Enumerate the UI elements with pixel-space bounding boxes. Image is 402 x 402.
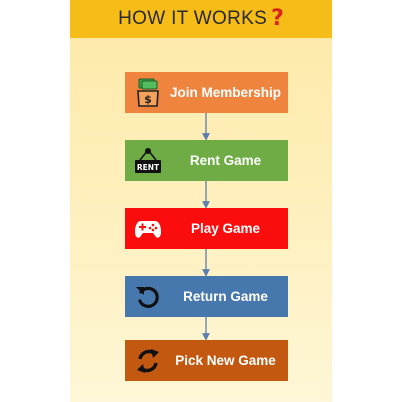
svg-text:RENT: RENT [137, 163, 160, 172]
step-return-game: Return Game [125, 276, 288, 317]
refresh-arrows-icon [134, 344, 162, 377]
step-join-membership: $ Join Membership [125, 72, 288, 113]
how-it-works-panel: HOW IT WORKS ? $ Join Membership [70, 0, 332, 402]
svg-text:$: $ [144, 93, 152, 106]
page-title: HOW IT WORKS [118, 8, 268, 29]
step-label: Return Game [183, 289, 268, 304]
step-label: Pick New Game [175, 353, 276, 368]
step-label: Rent Game [189, 153, 262, 168]
question-mark-icon: ? [271, 6, 284, 31]
step-pick-new-game: Pick New Game [125, 340, 288, 381]
step-label: Play Game [190, 221, 261, 236]
step-label: Join Membership [169, 85, 282, 100]
rent-sign-icon: RENT [134, 144, 162, 177]
return-arrow-icon [134, 280, 162, 313]
money-membership-icon: $ [134, 76, 162, 109]
header-bar: HOW IT WORKS ? [70, 0, 332, 38]
gamepad-icon [134, 212, 162, 245]
step-play-game: Play Game [125, 208, 288, 249]
step-rent-game: RENT Rent Game [125, 140, 288, 181]
